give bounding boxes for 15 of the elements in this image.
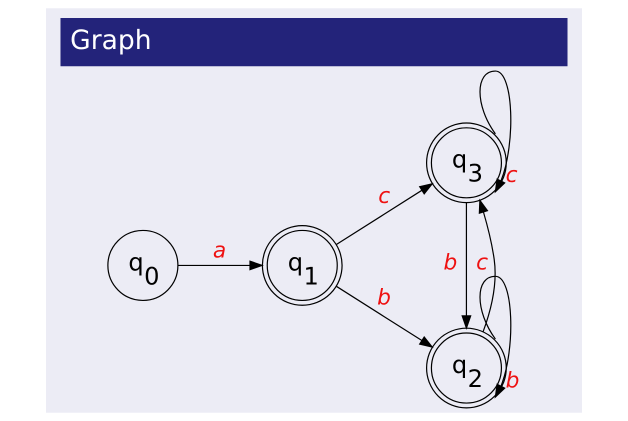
edge-label: c — [506, 163, 518, 188]
arrow — [178, 260, 264, 270]
arrow — [461, 202, 472, 330]
edge-label: c — [378, 184, 390, 210]
arrow — [336, 182, 434, 245]
arrow — [336, 286, 434, 348]
arrow — [478, 198, 496, 332]
edge-label: b — [377, 286, 391, 311]
edge-label: a — [212, 238, 226, 264]
edge-label: b — [506, 368, 520, 394]
arrow — [479, 70, 512, 194]
edge-label: b — [443, 250, 458, 276]
diagram-title: Graph — [70, 24, 152, 56]
arrow — [479, 276, 512, 399]
edge-label: c — [476, 250, 488, 276]
